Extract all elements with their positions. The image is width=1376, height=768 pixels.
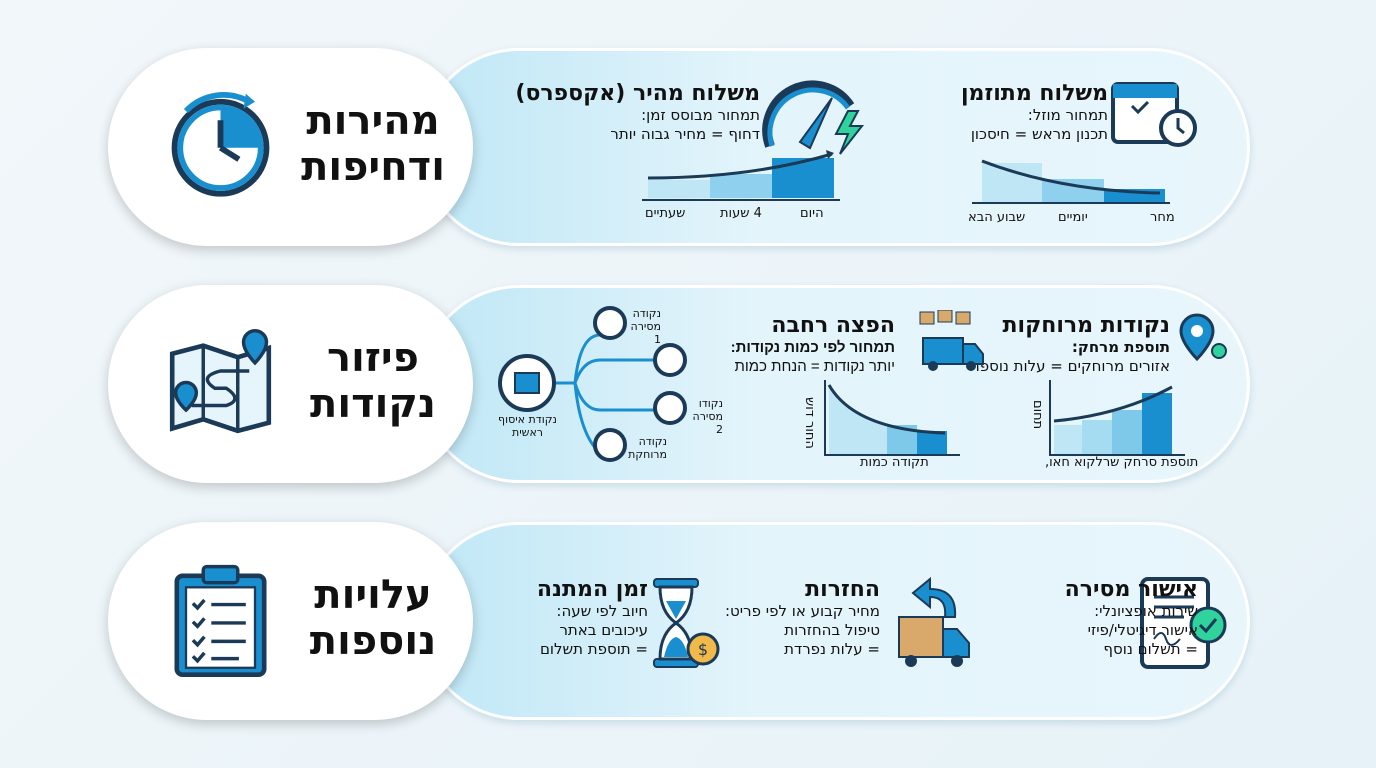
section-heading: משלוח מתוזמן xyxy=(960,81,1108,106)
section-heading: הפצה רחבה xyxy=(771,313,895,338)
section-express: משלוח מהיר (אקספרס) תמחור מבוסס זמן: דחו… xyxy=(515,81,760,144)
hourglass-coin-icon: $ xyxy=(653,578,720,668)
scheduled-price-chart xyxy=(972,159,1170,204)
section-waiting-time: זמן המתנה חיוב לפי שעה: עיכובים באתר = ת… xyxy=(537,577,648,659)
delivery-truck-boxes-icon xyxy=(919,310,984,371)
axis-label: שעתיים xyxy=(645,206,686,221)
section-text: תכנון מראש = חיסכון xyxy=(970,125,1108,143)
section-remote-points: נקודות מרוחקות תוספת מרחק: אזורים מרוחקי… xyxy=(970,313,1170,376)
axis-label: שבוע הבא xyxy=(968,210,1026,225)
section-text: דחוף = מחיר גבוה יותר xyxy=(610,125,760,143)
section-returns: החזרות מחיר קבוע או לפי פריט: טיפול בהחז… xyxy=(725,577,880,659)
row-distribution: פיזור נקודות נקודות מרוחקות תוספת מרחק: … xyxy=(100,285,1250,483)
location-pin-icon xyxy=(593,306,627,340)
section-heading: נקודות מרוחקות xyxy=(1002,313,1170,338)
category-pill: פיזור נקודות xyxy=(108,285,473,483)
section-text: תמחור מוזל: xyxy=(1027,106,1108,124)
hub-label: נקודת איסוף ראשית xyxy=(498,413,557,439)
row-speed: מהירות ודחיפות משלוח מתוזמן תמחור מוזל: … xyxy=(100,48,1250,246)
category-title: מהירות ודחיפות xyxy=(301,98,445,190)
volume-discount-chart xyxy=(824,380,960,456)
stopwatch-icon xyxy=(171,92,270,197)
axis-label: תוספת סרחק שרלקוא חאו, xyxy=(1045,455,1199,470)
location-pin-icon xyxy=(653,343,687,377)
bar xyxy=(710,174,772,198)
location-pin-icon xyxy=(653,391,687,425)
section-text: תוספת מרחק: xyxy=(1071,338,1170,356)
section-text: עיכובים באתר xyxy=(559,621,648,639)
section-heading: משלוח מהיר (אקספרס) xyxy=(515,81,760,106)
node-label: נקודו מסירה 2 xyxy=(692,397,723,436)
axis-label: 4 שעות xyxy=(720,206,762,221)
category-title: פיזור נקודות xyxy=(310,335,436,427)
category-title: עלויות נוספות xyxy=(309,572,437,664)
section-text: שירות אופציונלי: xyxy=(1094,602,1198,620)
speedometer-lightning-icon xyxy=(762,80,865,155)
section-heading: זמן המתנה xyxy=(536,577,648,602)
bar xyxy=(1042,179,1104,203)
section-text: אישור דיגיטלי/פיזי xyxy=(1087,621,1198,639)
section-text: יותר נקודות = הנחת כמות xyxy=(734,358,895,375)
section-heading: החזרות xyxy=(805,577,880,602)
section-wide-distribution: הפצה רחבה תמחור לפי כמות נקודות: יותר נק… xyxy=(731,313,895,376)
section-text: = עלות נפרדת xyxy=(784,640,880,658)
row-band xyxy=(420,48,1250,246)
category-pill: עלויות נוספות xyxy=(108,522,473,720)
bar xyxy=(648,180,710,198)
axis-label: יומיים xyxy=(1058,210,1088,225)
svg-text:$: $ xyxy=(698,640,708,659)
category-pill: מהירות ודחיפות xyxy=(108,48,473,246)
axis-label: תחום xyxy=(1030,400,1045,430)
section-scheduled: משלוח מתוזמן תמחור מוזל: תכנון מראש = חי… xyxy=(961,81,1108,144)
section-text: תמחור מבוסס זמן: xyxy=(641,106,760,124)
section-text: = תשלום נוסף xyxy=(1103,640,1198,658)
axis-label: תקודה כמות xyxy=(860,455,929,470)
section-text: טיפול בהחזרות xyxy=(784,621,880,639)
axis-label: מחר xyxy=(1150,210,1175,225)
map-route-icon xyxy=(169,329,272,434)
location-pin-icon xyxy=(1179,313,1227,362)
axis-label: היום xyxy=(800,206,824,221)
section-heading: אישור מסירה xyxy=(1064,577,1198,602)
section-text: חיוב לפי שעה: xyxy=(556,602,648,620)
section-text: מחיר קבוע או לפי פריט: xyxy=(724,602,880,620)
row-extra-costs: עלויות נוספות אישור מסירה שירות אופציונל… xyxy=(100,522,1250,720)
section-text: = תוספת תשלום xyxy=(539,640,648,658)
remote-cost-chart xyxy=(1049,380,1185,456)
express-price-chart xyxy=(642,150,840,201)
node-label: נקודה מסירה 1 xyxy=(630,307,661,346)
section-delivery-confirmation: אישור מסירה שירות אופציונלי: אישור דיגיט… xyxy=(1065,577,1198,659)
bar xyxy=(772,158,834,198)
clipboard-checklist-icon xyxy=(174,564,267,677)
location-pin-icon xyxy=(593,428,627,462)
section-text: תמחור לפי כמות נקודות: xyxy=(730,339,895,356)
section-text: אזורים מרוחקים = עלות נוספת xyxy=(969,357,1170,375)
calendar-clock-icon xyxy=(1111,82,1197,147)
return-truck-icon xyxy=(898,577,970,667)
bar xyxy=(982,163,1042,203)
axis-label: החור דוש xyxy=(802,397,817,449)
tablet-signature-check-icon xyxy=(1140,577,1227,669)
distribution-network-diagram xyxy=(498,306,687,462)
node-label: נקודה מרוחקת xyxy=(628,435,667,461)
